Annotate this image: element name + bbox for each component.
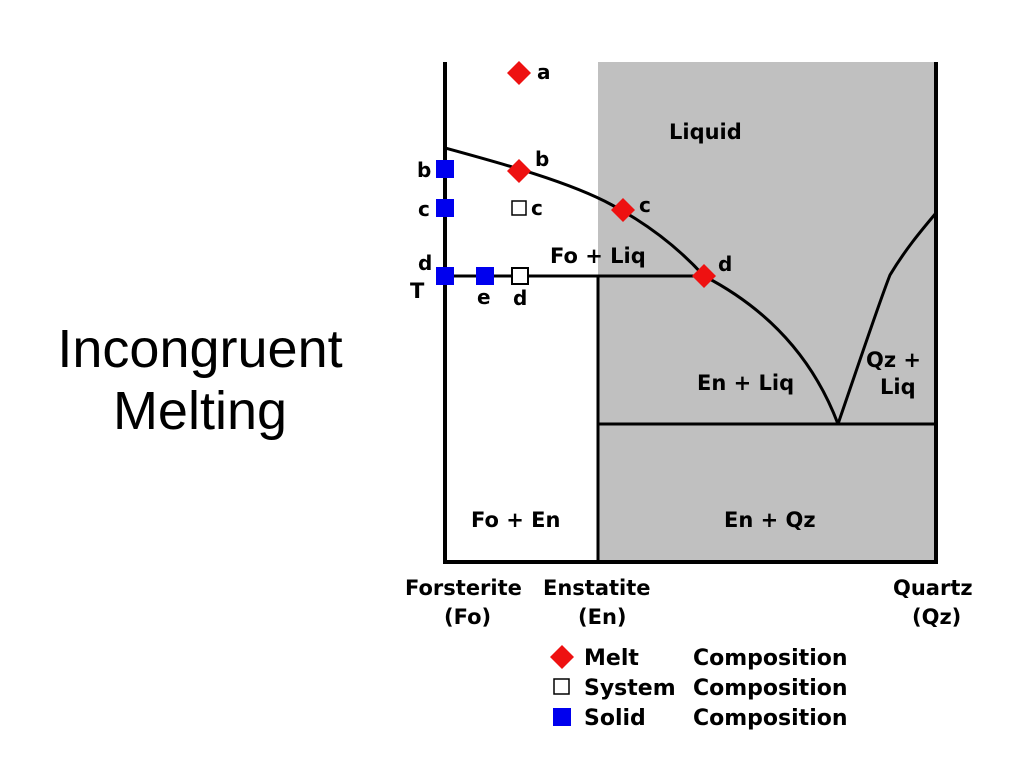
melt-point-d xyxy=(692,264,716,288)
field-fo-liq: Fo + Liq xyxy=(550,244,646,268)
solid-point-c xyxy=(436,199,454,217)
field-fo-en: Fo + En xyxy=(471,508,560,532)
slide-title: Incongruent Melting xyxy=(20,318,380,442)
forsterite-liquidus xyxy=(444,146,706,278)
title-line-1: Incongruent xyxy=(57,319,343,379)
legend-system-icon xyxy=(553,678,570,695)
liquid-shaded-region xyxy=(598,62,936,562)
field-en-liq: En + Liq xyxy=(697,371,794,395)
legend-melt-icon xyxy=(550,645,574,669)
melt-point-c xyxy=(611,198,635,222)
legend-composition-3: Composition xyxy=(693,706,848,731)
system-point-d xyxy=(511,267,529,285)
field-qz-liq-1: Qz + xyxy=(866,348,921,372)
axis-enstatite-abbr: (En) xyxy=(578,605,627,629)
quartz-liquidus xyxy=(836,212,938,425)
legend-melt-label: Melt xyxy=(584,646,639,671)
field-qz-liq-2: Liq xyxy=(880,375,916,399)
melt-label-d: d xyxy=(718,252,732,276)
melt-label-b: b xyxy=(535,147,549,171)
legend: Melt Composition System Composition Soli… xyxy=(550,645,848,731)
legend-composition-2: Composition xyxy=(693,676,848,701)
legend-system-label: System xyxy=(584,676,676,701)
axis-quartz-abbr: (Qz) xyxy=(912,605,961,629)
system-label-d: d xyxy=(513,286,527,310)
legend-solid-icon xyxy=(553,708,571,726)
enstatite-liquidus xyxy=(703,274,840,425)
solid-point-d xyxy=(436,267,454,285)
solid-point-e xyxy=(476,267,494,285)
solid-point-b xyxy=(436,160,454,178)
melt-label-a: a xyxy=(537,60,551,84)
legend-solid-label: Solid xyxy=(584,706,646,731)
solid-label-c: c xyxy=(418,197,430,221)
axis-quartz: Quartz xyxy=(893,576,973,600)
system-label-c: c xyxy=(531,196,543,220)
field-en-qz: En + Qz xyxy=(724,508,816,532)
solid-label-d: d xyxy=(418,251,432,275)
temperature-label: T xyxy=(410,279,425,303)
axis-enstatite: Enstatite xyxy=(543,576,651,600)
melt-label-c: c xyxy=(639,193,651,217)
melt-point-a xyxy=(507,61,531,85)
axis-forsterite-abbr: (Fo) xyxy=(444,605,491,629)
axis-forsterite: Forsterite xyxy=(405,576,522,600)
system-point-c xyxy=(511,200,527,216)
solid-label-b: b xyxy=(417,158,431,182)
melt-point-b xyxy=(507,159,531,183)
legend-composition-1: Composition xyxy=(693,646,848,671)
field-liquid: Liquid xyxy=(669,120,742,144)
title-line-2: Melting xyxy=(112,381,288,441)
solid-label-e: e xyxy=(477,285,491,309)
